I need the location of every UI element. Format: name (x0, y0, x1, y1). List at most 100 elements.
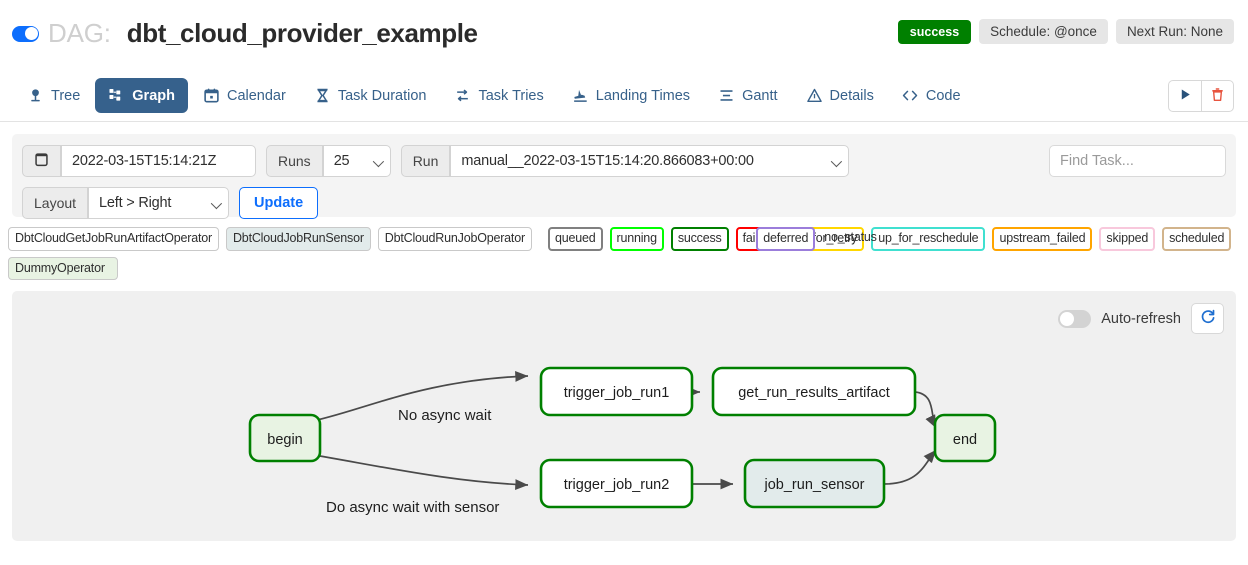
edge-label: No async wait (398, 407, 492, 424)
schedule-badge[interactable]: Schedule: @once (979, 19, 1108, 44)
legend-status-no-status: no_status (824, 230, 877, 244)
legend-status-upstream-failed: upstream_failed (992, 227, 1093, 251)
edge-label: Do async wait with sensor (326, 499, 499, 516)
page-header: DAG: dbt_cloud_provider_example success … (0, 0, 1248, 70)
dag-label: DAG: (48, 18, 111, 48)
edge-sensor-to-end (883, 449, 937, 485)
run-label: Run (400, 145, 451, 177)
tab-label: Code (925, 87, 961, 104)
legend-operator-chip: DbtCloudGetJobRunArtifactOperator (8, 227, 219, 251)
node-trigger-job-run1[interactable]: trigger_job_run1 (539, 366, 694, 417)
trigger-dag-button[interactable] (1168, 80, 1201, 112)
refresh-button[interactable] (1191, 303, 1224, 334)
node-trigger-job-run2[interactable]: trigger_job_run2 (539, 458, 694, 509)
graph-icon (108, 87, 125, 104)
hourglass-icon (314, 87, 331, 104)
dag-pause-toggle[interactable] (12, 25, 39, 42)
landing-icon (572, 87, 589, 104)
legend-operator-chip: DummyOperator (8, 256, 118, 280)
legend-operators: DbtCloudGetJobRunArtifactOperator DbtClo… (8, 227, 548, 280)
dag-title: DAG: dbt_cloud_provider_example (12, 18, 478, 49)
auto-refresh-label: Auto-refresh (1101, 310, 1181, 327)
node-end[interactable]: end (933, 413, 997, 463)
dag-name: dbt_cloud_provider_example (126, 18, 478, 48)
runs-label: Runs (266, 145, 323, 177)
node-label: trigger_job_run2 (564, 477, 670, 493)
filter-row-secondary: Layout Left > Right Update (22, 187, 1226, 219)
legend-status-scheduled: scheduled (1162, 227, 1232, 251)
header-badges: success Schedule: @once Next Run: None (897, 19, 1234, 44)
update-button[interactable]: Update (239, 187, 319, 219)
node-job-run-sensor[interactable]: job_run_sensor (743, 458, 886, 509)
legend-status-success: success (670, 227, 729, 251)
delete-dag-button[interactable] (1201, 80, 1234, 112)
view-tabs: Tree Graph Calendar (0, 70, 1248, 122)
dag-graph-svg[interactable]: No async wait Do async wait with sensor … (12, 291, 1236, 541)
filter-row-primary: 2022-03-15T15:14:21Z Runs 25 Run manual_… (22, 145, 1226, 177)
tab-label: Details (829, 87, 874, 104)
tree-icon (27, 87, 44, 104)
retry-icon (454, 87, 471, 104)
code-icon (902, 87, 919, 104)
node-get-run-results-artifact[interactable]: get_run_results_artifact (711, 366, 917, 417)
gantt-icon (718, 87, 735, 104)
dag-run-select[interactable]: manual__2022-03-15T15:14:20.866083+00:00 (450, 145, 850, 177)
legend-statuses: queued running success failed up_for_ret… (548, 227, 1240, 251)
layout-select[interactable]: Left > Right (88, 187, 230, 219)
triangle-info-icon (806, 87, 823, 104)
tab-landing-times[interactable]: Landing Times (559, 78, 703, 113)
node-label: get_run_results_artifact (738, 385, 890, 401)
filter-bar: 2022-03-15T15:14:21Z Runs 25 Run manual_… (12, 134, 1236, 219)
tab-code[interactable]: Code (889, 78, 974, 113)
legend-operator-chip: DbtCloudRunJobOperator (377, 227, 532, 251)
graph-nodes: begin trigger_job_run1 get_run_results_a… (248, 366, 997, 509)
legend: DbtCloudGetJobRunArtifactOperator DbtClo… (0, 217, 1248, 280)
tab-label: Graph (132, 87, 175, 104)
calendar-icon (34, 152, 49, 170)
base-date-input[interactable]: 2022-03-15T15:14:21Z (61, 145, 256, 177)
dag-actions (1168, 80, 1234, 112)
graph-toolbar: Auto-refresh (1058, 303, 1224, 334)
edge-begin-to-trigger-job-run2 (307, 453, 529, 490)
node-label: trigger_job_run1 (564, 385, 670, 401)
refresh-icon (1200, 309, 1216, 328)
tab-graph[interactable]: Graph (95, 78, 188, 113)
auto-refresh-toggle[interactable] (1058, 309, 1092, 328)
tab-label: Tree (51, 87, 81, 104)
tab-tree[interactable]: Tree (14, 78, 93, 113)
tab-label: Landing Times (595, 87, 691, 104)
tab-label: Task Duration (337, 87, 427, 104)
legend-status-running: running (609, 227, 664, 251)
node-label: end (953, 432, 977, 448)
tab-task-duration[interactable]: Task Duration (301, 78, 440, 113)
legend-status-skipped: skipped (1099, 227, 1156, 251)
play-icon (1179, 88, 1192, 104)
graph-edge-labels: No async wait Do async wait with sensor (326, 407, 499, 516)
find-task-placeholder: Find Task... (1060, 153, 1134, 169)
tab-label: Task Tries (478, 87, 544, 104)
legend-status-deferred: deferred (756, 227, 816, 251)
legend-operator-chip: DbtCloudJobRunSensor (225, 227, 371, 251)
edge-artifact-to-end (914, 391, 937, 429)
legend-status-queued: queued (548, 227, 603, 251)
layout-label: Layout (22, 187, 89, 219)
edge-begin-to-trigger-job-run1 (307, 371, 529, 423)
graph-canvas[interactable]: Auto-refresh No async (12, 291, 1236, 541)
tab-task-tries[interactable]: Task Tries (441, 78, 556, 113)
next-run-badge: Next Run: None (1115, 19, 1234, 44)
find-task-input[interactable]: Find Task... (1049, 145, 1226, 177)
tab-label: Calendar (226, 87, 286, 104)
tab-details[interactable]: Details (793, 78, 887, 113)
node-begin[interactable]: begin (248, 413, 322, 463)
base-date-calendar-button[interactable] (22, 145, 61, 177)
tab-calendar[interactable]: Calendar (190, 78, 299, 113)
status-badge: success (897, 19, 972, 44)
num-runs-select[interactable]: 25 (322, 145, 391, 177)
calendar-icon (203, 87, 220, 104)
trash-icon (1210, 87, 1225, 105)
node-label: job_run_sensor (764, 477, 865, 493)
node-label: begin (267, 432, 302, 448)
legend-status-up-for-reschedule: up_for_reschedule (871, 227, 986, 251)
tab-gantt[interactable]: Gantt (705, 78, 790, 113)
tab-label: Gantt (742, 87, 778, 104)
